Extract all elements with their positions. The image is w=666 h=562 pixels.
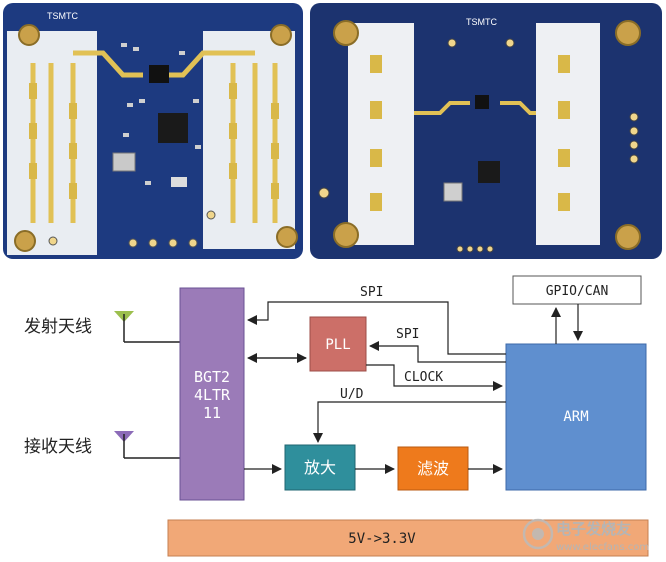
left-pcb-photo: TSMTC — [3, 3, 303, 259]
amplifier-block — [284, 444, 356, 491]
bgt24ltr11-block — [179, 287, 245, 501]
pll-label: PLL — [325, 337, 350, 353]
amp-label: 放大 — [304, 458, 336, 477]
watermark-url: www.elecfans.com — [556, 542, 649, 553]
right-pcb-photo: TSMTC — [310, 3, 662, 259]
pll-block — [309, 316, 367, 372]
power-block — [167, 519, 649, 557]
bgt-line-3: 11 — [203, 404, 221, 422]
arm-label: ARM — [563, 409, 588, 425]
left-board-label: TSMTC — [47, 11, 78, 21]
gpio-can-block — [512, 275, 642, 305]
spi-pll-label: SPI — [396, 327, 419, 342]
bgt-line-1: BGT2 — [194, 368, 230, 386]
clock-line — [366, 364, 503, 391]
rx-antenna-icon — [114, 431, 180, 459]
right-pcb-image — [310, 3, 662, 259]
spi-top-line — [247, 301, 506, 355]
watermark-logo-icon — [522, 518, 554, 550]
power-label: 5V->3.3V — [348, 531, 416, 547]
gpio-can-label: GPIO/CAN — [546, 284, 609, 299]
filter-label: 滤波 — [417, 459, 449, 478]
watermark-cn: 电子发烧友 — [556, 520, 631, 538]
spi-pll-line — [369, 341, 506, 363]
spi-top-label: SPI — [360, 285, 383, 300]
rx-antenna-label: 接收天线 — [24, 437, 92, 457]
left-pcb-image — [3, 3, 303, 259]
block-diagram: 发射天线 接收天线 BGT2 4LTR 11 PLL GPIO/CAN ARM … — [0, 262, 666, 562]
bgt-line-2: 4LTR — [194, 386, 231, 404]
tx-antenna-icon — [114, 311, 180, 343]
right-board-label: TSMTC — [466, 17, 497, 27]
ud-line — [313, 401, 506, 443]
tx-antenna-label: 发射天线 — [24, 317, 92, 337]
ud-label: U/D — [340, 387, 364, 402]
arm-block — [505, 343, 647, 491]
clock-label: CLOCK — [404, 370, 443, 385]
